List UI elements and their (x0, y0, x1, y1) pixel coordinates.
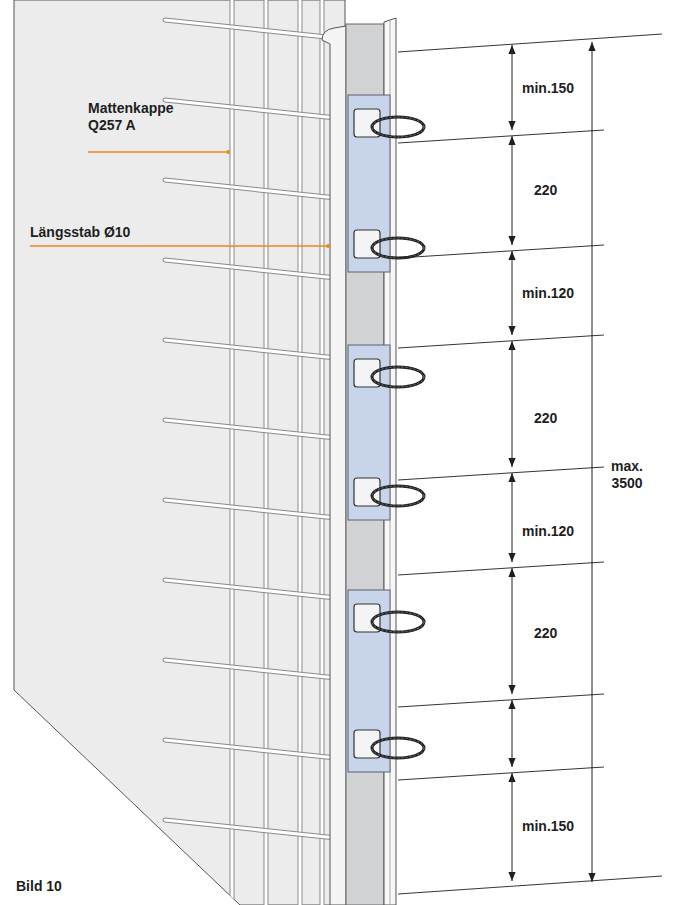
leader-line (88, 151, 226, 152)
wall-panel (14, 0, 345, 905)
part-label: Längsstab Ø10 (30, 224, 130, 241)
dimension-label: 220 (534, 410, 557, 427)
connector-plates (348, 95, 424, 772)
dimension-label: min.150 (522, 80, 574, 97)
leader-dot (326, 244, 330, 248)
dimension-label: 220 (534, 625, 557, 642)
dimension-label: 220 (534, 182, 557, 199)
part-label: Mattenkappe Q257 A (88, 100, 200, 133)
figure-caption: Bild 10 (16, 878, 62, 894)
dimension-label: max. 3500 (602, 458, 652, 491)
leader-dot (226, 150, 230, 154)
dimension-label: min.120 (522, 285, 574, 302)
dimension-label: min.150 (522, 818, 574, 835)
rebar-mesh (165, 0, 344, 905)
edge-profile (322, 18, 396, 905)
dimension-lines (398, 34, 662, 894)
dimension-label: min.120 (522, 523, 574, 540)
leader-line (30, 245, 326, 246)
